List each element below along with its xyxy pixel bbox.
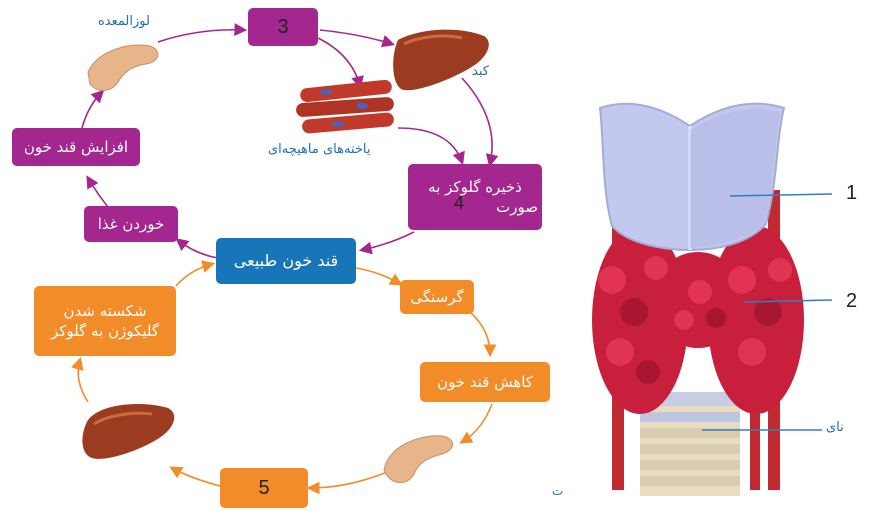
box-store-number: 4 bbox=[454, 191, 464, 215]
box-decrease-blood-sugar: کاهش قند خون bbox=[420, 362, 550, 402]
stray-character: ت bbox=[552, 484, 563, 498]
thyroid-label-1: 1 bbox=[846, 182, 857, 205]
thyroid-gland-image bbox=[592, 226, 804, 414]
box-step-3: 3 bbox=[248, 8, 318, 46]
box-breakdown-line2: گلیکوژن به گلوکز bbox=[51, 321, 159, 341]
box-increase-blood-sugar: افزایش قند خون bbox=[12, 128, 140, 166]
thyroid-cartilage-image bbox=[600, 104, 784, 250]
box-store-glucose: ذخیره گلوکز به صورت 4 bbox=[408, 164, 542, 230]
muscle-cells-label: یاخته‌های ماهیچه‌ای bbox=[268, 142, 370, 157]
liver-label: کبد bbox=[472, 64, 489, 79]
thyroid-label-2: 2 bbox=[846, 290, 857, 313]
box-step-5: 5 bbox=[220, 468, 308, 508]
pancreas-label: لوزالمعده bbox=[98, 14, 150, 29]
box-eating: خوردن غذا bbox=[84, 206, 178, 242]
box-glycogen-breakdown: شکسته شدن گلیکوژن به گلوکز bbox=[34, 286, 176, 356]
box-hunger: گرسنگی bbox=[400, 280, 474, 314]
box-normal-blood-sugar: قند خون طبیعی bbox=[216, 238, 356, 284]
box-store-line2: صورت bbox=[496, 198, 538, 216]
box-store-line1: ذخیره گلوکز به bbox=[428, 177, 522, 197]
trachea-label: نای bbox=[826, 420, 844, 435]
box-store-line2-wrap: صورت 4 bbox=[412, 197, 538, 217]
box-breakdown-line1: شکسته شدن bbox=[63, 301, 146, 321]
